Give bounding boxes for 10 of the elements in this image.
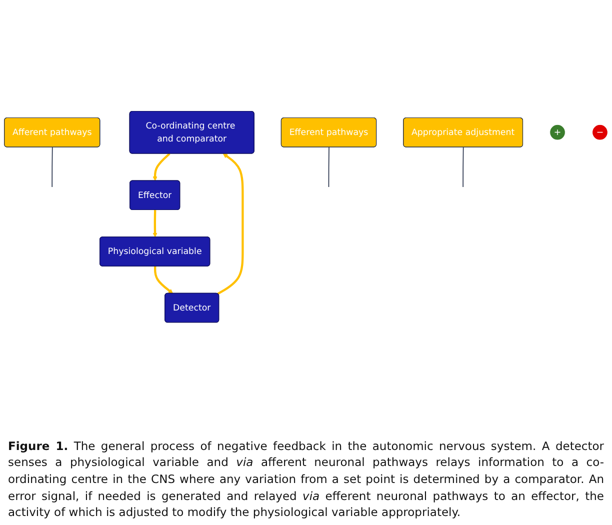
arrow [152,210,158,238]
node-circle: − [592,124,608,140]
arrow [154,266,174,294]
connector [462,146,464,188]
figure-caption: Figure 1. The general process of negative feedback in the autonomic nervous system. A detector senses a physiological variable and via afferent neuronal pathways relays information to a co-ordinating centre in the CNS where any variation from a set point is determined by a comparator. An error signal, if needed is generated and relayed via efferent neuronal pathways to an effector, the activity of which is adjusted to modify the physiological variable appropriately. [8,438,604,521]
arrow [152,152,170,182]
connector [328,146,330,188]
connector [52,146,53,188]
arrow [217,154,244,295]
node-circle: + [550,124,566,140]
